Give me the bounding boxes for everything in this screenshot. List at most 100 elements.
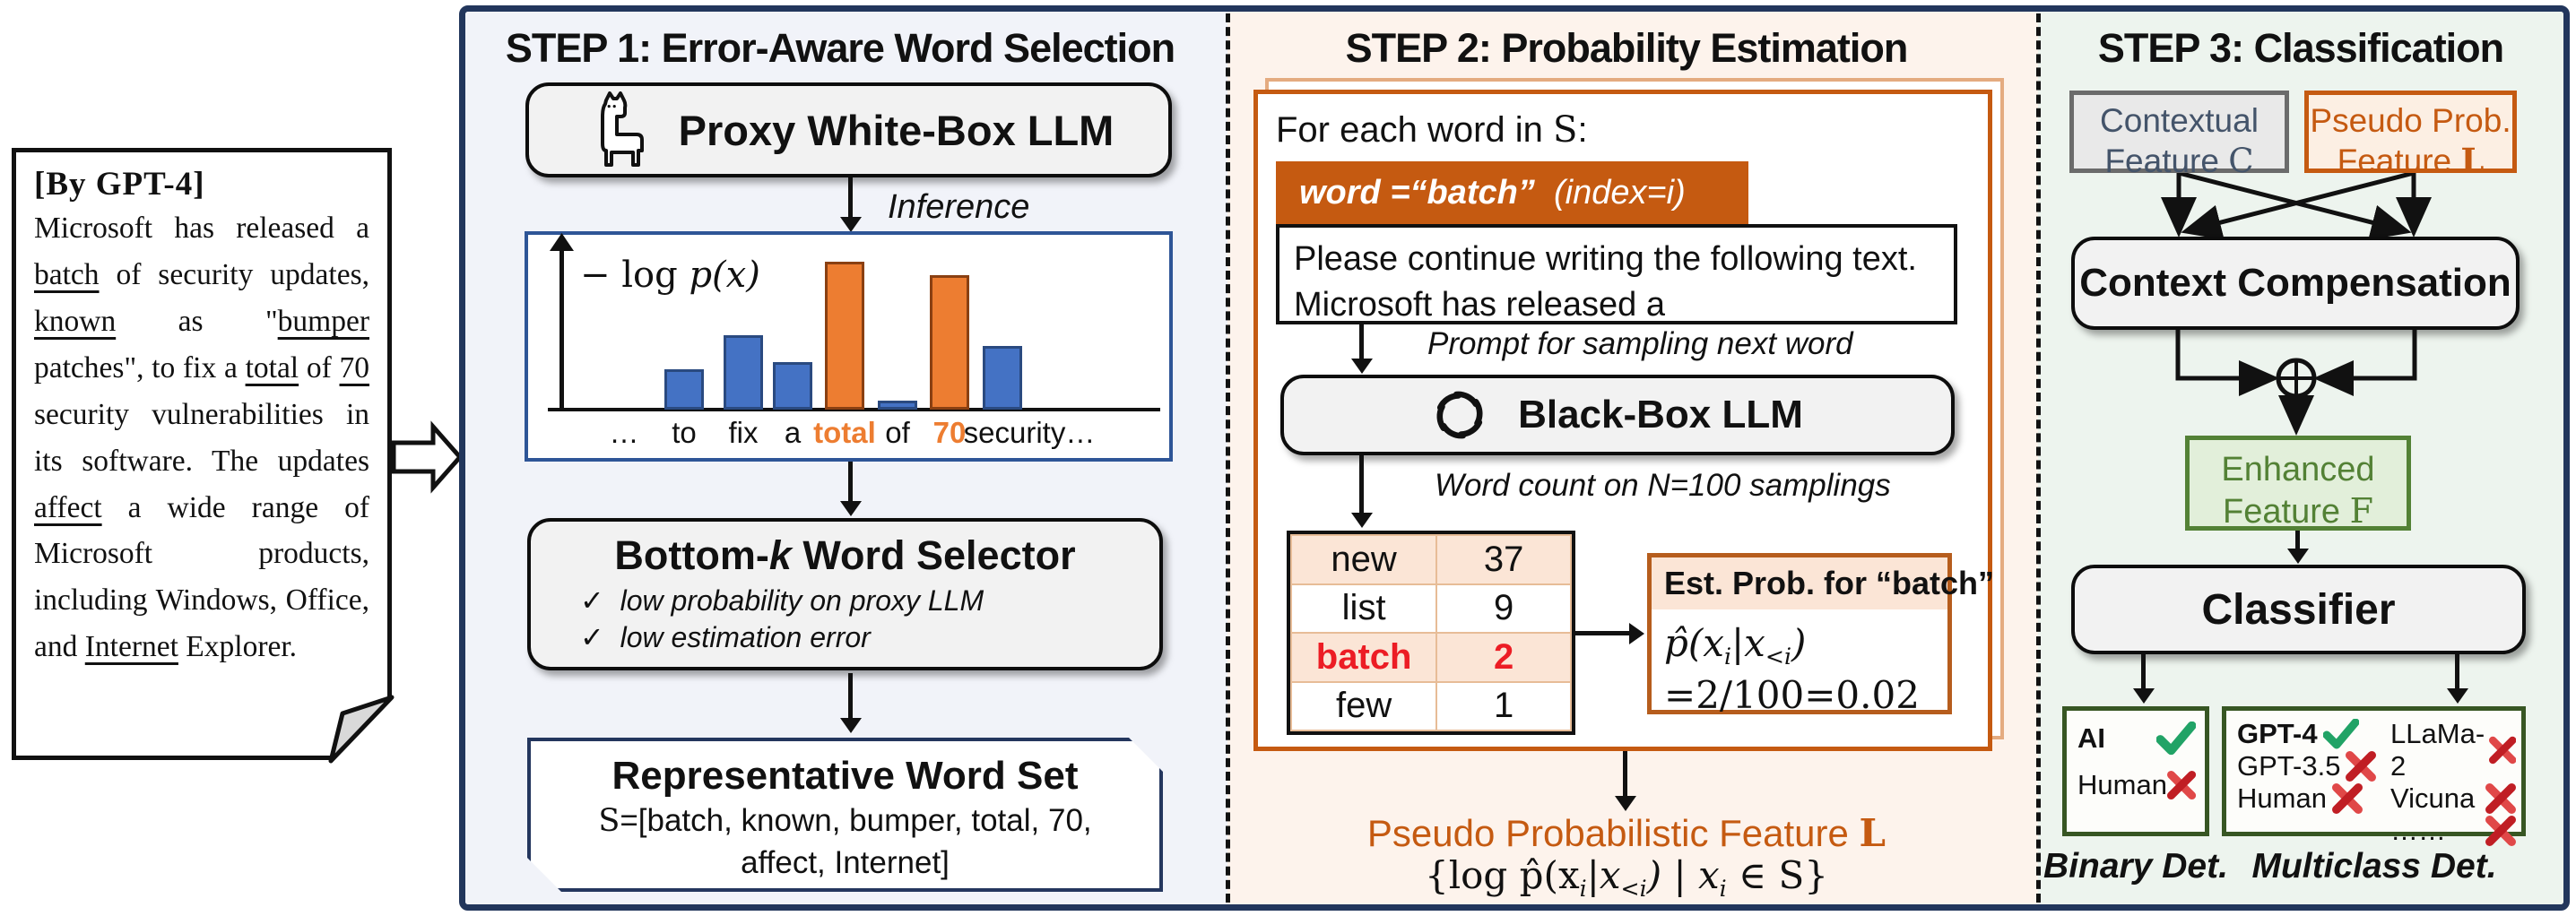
check-glyph: ✓ <box>580 584 604 617</box>
multiclass-row: Human <box>2237 782 2390 815</box>
f2-f: i <box>1719 875 1727 902</box>
representative-word-set-box: Representative Word Set S=[batch, known,… <box>527 738 1163 892</box>
note-seg: Explorer. <box>178 630 298 664</box>
contextual-letter: C <box>2228 142 2254 181</box>
step2-title: STEP 2: Probability Estimation <box>1345 25 1909 71</box>
table-cell-word: few <box>1289 680 1438 731</box>
binary-ai-label: AI <box>2077 722 2105 754</box>
classifier-label: Classifier <box>2201 585 2396 634</box>
enhanced-line2: Feature F <box>2190 490 2407 532</box>
table-cell-count: 2 <box>1435 632 1572 683</box>
multiclass-label: LLaMa-2 <box>2390 718 2485 782</box>
bar-of <box>878 401 917 410</box>
note-seg-underlined: bumper <box>277 304 369 338</box>
contextual-line2: Feature C <box>2074 141 2285 181</box>
note-seg-underlined: batch <box>34 257 100 291</box>
contextual-feature-box: Contextual Feature C <box>2069 91 2289 180</box>
arrow-classifier-to-binary <box>2141 654 2146 690</box>
est-prob-box: Est. Prob. for “batch” p̂(xi|x<i) =2/100… <box>1647 553 1994 717</box>
f-d: <i <box>1765 643 1792 670</box>
note-body: Microsoft has released a batch of securi… <box>34 205 369 670</box>
count-caption: Word count on N=100 samplings <box>1435 468 1891 503</box>
f2-e: ) | x <box>1646 853 1720 897</box>
x-tick-label: 70 <box>932 416 967 449</box>
note-to-panel-arrow-icon <box>392 420 464 494</box>
blackbox-label: Black-Box LLM <box>1518 393 1803 436</box>
arrow-classifier-to-multiclass <box>2455 654 2459 690</box>
est-prob-header: Est. Prob. for “batch” <box>1652 557 1994 609</box>
inference-caption: Inference <box>888 188 1030 226</box>
step2-step3-divider <box>2036 13 2041 903</box>
pseudo-line1: Pseudo Prob. <box>2310 102 2511 139</box>
binary-row-ai: AI <box>2077 722 2196 756</box>
arrow-proxy-to-chart <box>848 177 853 219</box>
est-formula-line1: p̂(xi|x<i) <box>1664 615 1947 674</box>
x-tick-label: fix <box>728 416 759 449</box>
cross-icon <box>2166 770 2196 800</box>
bar-70 <box>930 275 969 410</box>
note-seg-underlined: total <box>245 350 299 385</box>
cross-icon <box>2331 783 2363 814</box>
multiclass-label: GPT-4 <box>2237 718 2318 749</box>
note-seg: Microsoft has released a <box>34 212 369 245</box>
loop-label: For each word in S: <box>1276 109 1588 151</box>
enhanced-line1: Enhanced <box>2221 451 2375 488</box>
proxy-llm-label: Proxy White-Box LLM <box>678 106 1115 154</box>
multiclass-label: GPT-3.5 <box>2237 750 2341 782</box>
note-seg: security vulnerabilities in its software… <box>34 397 369 478</box>
arrow-enhanced-to-classifier <box>2295 531 2300 550</box>
bar-to <box>664 369 704 410</box>
binary-row-human: Human <box>2077 768 2196 802</box>
word-banner: word =“batch” (index=i) <box>1276 161 1748 224</box>
cross-icon <box>2485 783 2516 814</box>
table-cell-count: 9 <box>1435 583 1572 634</box>
note-seg: as " <box>116 304 278 338</box>
step1-step2-divider <box>1226 13 1230 903</box>
f2-c: |x <box>1586 853 1621 897</box>
arrow-loopbox-to-feature <box>1623 751 1627 798</box>
pseudo-feature-text: Pseudo Probabilistic Feature <box>1366 812 1860 854</box>
contextual-line1: Contextual <box>2100 102 2259 139</box>
x-tick-label: to <box>672 416 697 449</box>
table-cell-count: 1 <box>1435 680 1572 731</box>
multiclass-label: Vicuna <box>2390 782 2476 814</box>
multiclass-row: GPT-4 <box>2237 718 2390 750</box>
arrow-prompt-to-blackbox <box>1359 324 1364 360</box>
wordset-title: Representative Word Set <box>611 754 1079 798</box>
prompt-line-2: Microsoft has released a <box>1294 286 1665 324</box>
sum-junction <box>2175 330 2417 436</box>
openai-icon <box>1436 391 1483 439</box>
chart-y-label-prefix: − log <box>580 255 690 296</box>
multiclass-detection-box: GPT-4 GPT-3.5 Human LLaMa-2 Vicuna …… <box>2222 706 2526 846</box>
binary-detection-box: AI Human <box>2062 706 2209 836</box>
multiclass-row: Vicuna <box>2390 782 2516 815</box>
check-glyph: ✓ <box>580 620 604 653</box>
table-cell-word: list <box>1289 583 1438 634</box>
f-c: |x <box>1731 621 1765 665</box>
chart-y-label: − log p(x) <box>580 255 760 296</box>
classifier-box: Classifier <box>2071 565 2526 654</box>
x-tick-label: total <box>813 416 876 449</box>
bottom-k-title-k: k <box>768 532 792 578</box>
enhanced-letter: F <box>2349 491 2373 531</box>
pseudo-feature-label: Pseudo Probabilistic Feature L <box>1367 811 1886 855</box>
check-icon <box>2156 722 2196 756</box>
f2-g: ∈ S} <box>1726 853 1829 897</box>
word-banner-word: word =“batch” <box>1299 173 1535 212</box>
pseudo-line2: Feature L <box>2309 141 2512 181</box>
feature-cross-arrows <box>2161 173 2432 239</box>
source-text-note: [By GPT-4] Microsoft has released a batc… <box>12 148 392 760</box>
loop-label-s: S <box>1553 109 1578 151</box>
note-seg-underlined: affect <box>34 490 102 524</box>
enhanced-feature-box: Enhanced Feature F <box>2185 436 2411 531</box>
table-cell-word: batch <box>1289 632 1438 683</box>
pseudo-letter: L <box>2460 141 2485 181</box>
bar-a <box>773 362 812 410</box>
cross-icon <box>2485 816 2516 846</box>
pseudo-line2-text: Feature <box>2337 143 2461 180</box>
